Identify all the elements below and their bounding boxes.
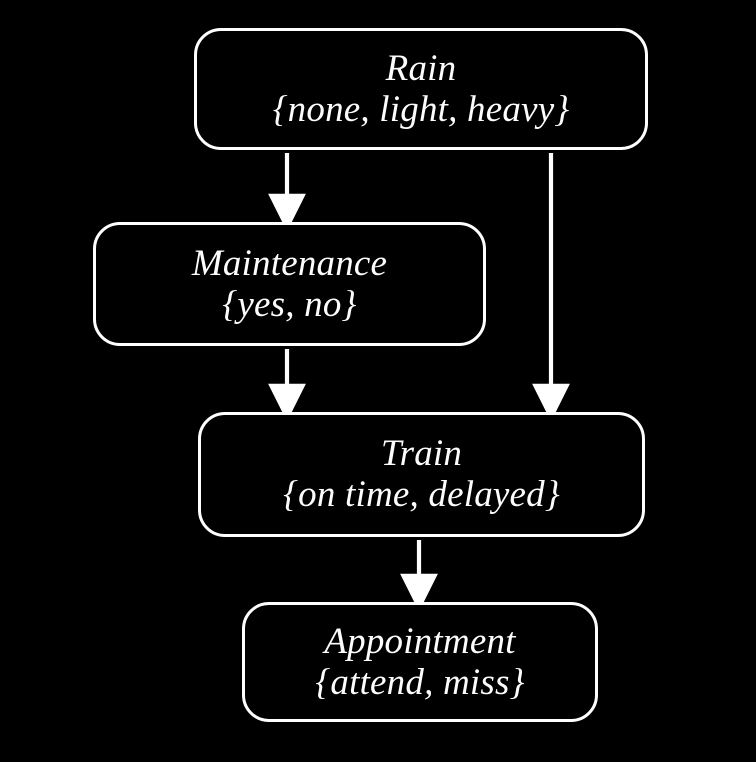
node-maintenance-title: Maintenance xyxy=(191,242,388,284)
node-appointment-states: {attend, miss} xyxy=(315,661,525,703)
node-rain[interactable]: Rain {none, light, heavy} xyxy=(194,28,648,150)
node-train-title: Train xyxy=(380,433,463,475)
node-train-states: {on time, delayed} xyxy=(283,474,560,515)
node-train[interactable]: Train {on time, delayed} xyxy=(198,412,645,537)
node-rain-title: Rain xyxy=(385,47,457,89)
node-maintenance[interactable]: Maintenance {yes, no} xyxy=(93,222,486,346)
node-appointment[interactable]: Appointment {attend, miss} xyxy=(242,602,598,722)
node-appointment-title: Appointment xyxy=(324,620,516,662)
node-rain-states: {none, light, heavy} xyxy=(272,88,570,130)
node-maintenance-states: {yes, no} xyxy=(222,283,357,325)
